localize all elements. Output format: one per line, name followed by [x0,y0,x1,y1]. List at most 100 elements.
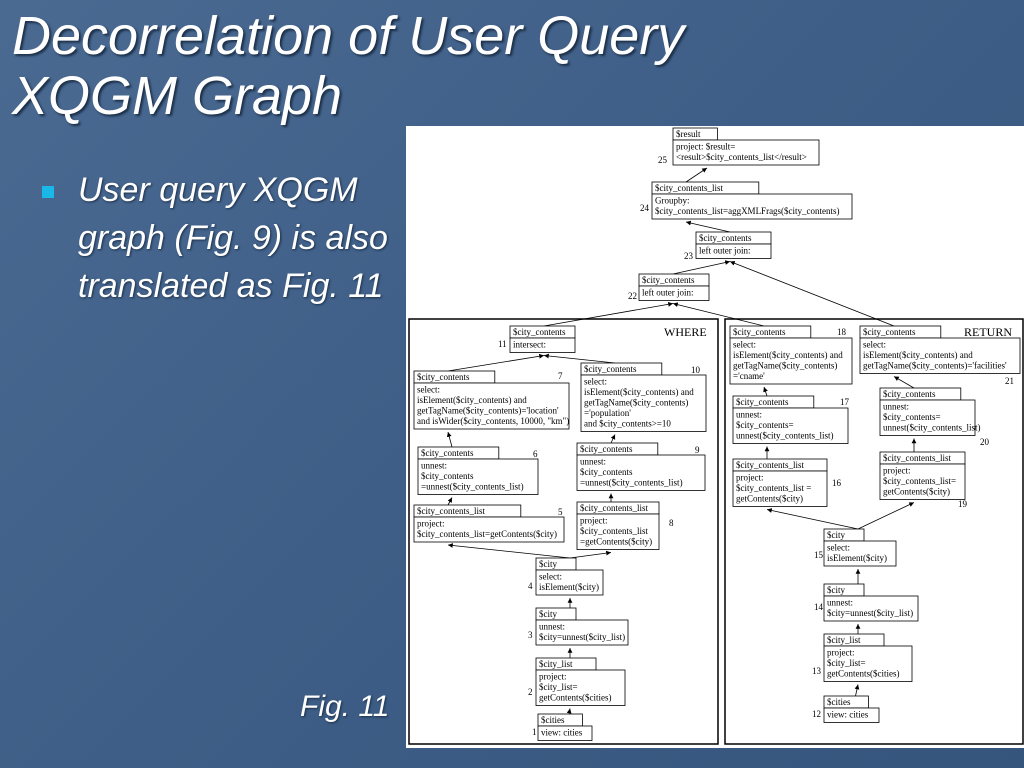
operator-node-5: $city_contents_listproject:$city_content… [413,504,565,543]
where-panel [408,318,719,745]
node-line: $city_contents [421,471,474,481]
edge-21-to-23 [729,261,895,327]
node-body-box [576,513,660,550]
node-line: $city_contents [580,444,633,454]
node-line: getContents($cities) [827,669,899,679]
operator-node-21: $city_contentsselect:isElement($city_con… [859,325,1021,386]
node-line: project: $result= [676,142,735,152]
node-line: $city_contents_list [417,506,485,516]
node-line: getTagName($city_contents) [584,398,688,408]
node-line: select: [539,572,562,582]
node-line: $city_contents [421,448,474,458]
node-line: $city_contents [736,397,789,407]
node-line: getTagName($city_contents) [733,361,837,371]
node-line: isElement($city_contents) and [733,350,843,360]
node-line: $city [827,530,845,540]
node-number: 15 [814,550,824,560]
node-number: 5 [558,507,563,517]
node-body-box [535,669,626,706]
node-body-box [732,407,849,444]
node-line: $cities [541,715,565,725]
node-number: 4 [528,581,533,591]
node-line: unnest($city_contents_list) [883,423,980,433]
node-line: =getContents($city) [580,537,652,547]
node-line: $city_list [539,659,573,669]
node-number: 23 [684,251,694,261]
figure-caption: Fig. 11 [300,690,390,723]
node-line: unnest: [827,598,853,608]
edge-6-to-7 [446,431,453,448]
edge-4-to-8 [569,550,612,559]
node-number: 17 [840,397,850,407]
node-line: isElement($city) [827,553,887,563]
node-number: 20 [980,437,990,447]
node-line: $result [676,129,701,139]
node-line: $city_list [827,635,861,645]
edge-7-to-11 [447,353,545,372]
node-line: unnest: [580,457,606,467]
node-number: 13 [812,666,822,676]
operator-node-10: $city_contentsselect:isElement($city_con… [580,362,707,432]
node-line: unnest($city_contents_list) [736,431,833,441]
node-body-box [823,540,897,567]
edge-9-to-10 [610,434,616,444]
node-line: isElement($city) [539,582,599,592]
node-body-box [535,619,629,646]
node-number: 6 [533,449,538,459]
node-line: project: [580,516,608,526]
node-body-box [417,458,539,495]
node-number: 16 [832,478,842,488]
node-number: 19 [958,499,968,509]
node-body-box [823,645,913,682]
node-line: view: cities [541,728,583,738]
edge-10-to-11 [543,353,616,364]
node-line: $city_contents_list= [883,476,956,486]
node-line: $city [539,559,557,569]
node-line: intersect: [513,340,546,350]
node-body-box [580,374,707,432]
node-body-box [638,285,710,301]
node-line: $city_contents [699,233,752,243]
node-number: 14 [814,602,824,612]
node-body-box [732,470,828,507]
node-line: getContents($city) [883,487,950,497]
node-line: getContents($city) [736,494,803,504]
node-body-box [672,139,820,166]
node-line: ='population' [584,408,631,418]
node-number: 10 [691,365,701,375]
edge-24-to-25 [685,167,708,183]
node-line: project: [827,648,855,658]
node-line: Groupby: [655,196,690,206]
node-line: =unnest($city_contents_list) [421,482,524,492]
node-line: select: [417,385,440,395]
node-body-box [509,337,576,353]
bullet-square-icon [42,186,54,198]
node-line: unnest: [421,461,447,471]
node-body-box [823,707,880,723]
node-line: isElement($city_contents) and [417,395,527,405]
node-number: 2 [528,687,533,697]
operator-node-18: $city_contentsselect:isElement($city_con… [729,325,853,385]
node-line: $city_contents_list=getContents($city) [417,529,557,539]
node-line: unnest: [883,402,909,412]
node-line: $city_contents [417,372,470,382]
operator-node-7: $city_contents select:isElement($city_con… [413,370,570,430]
node-line: getTagName($city_contents)='facilities' [863,361,1007,371]
edge-15-to-16 [766,508,859,530]
node-line: $city_contents_list [655,183,723,193]
node-body-box [879,399,976,436]
node-line: $cities [827,697,851,707]
node-body-box [535,569,604,596]
node-line: $city_contents [513,327,566,337]
edge-17-to-18 [763,386,768,397]
node-line: $city_contents_list [883,453,951,463]
bullet-text: User query XQGM graph (Fig. 9) is also t… [78,171,388,305]
